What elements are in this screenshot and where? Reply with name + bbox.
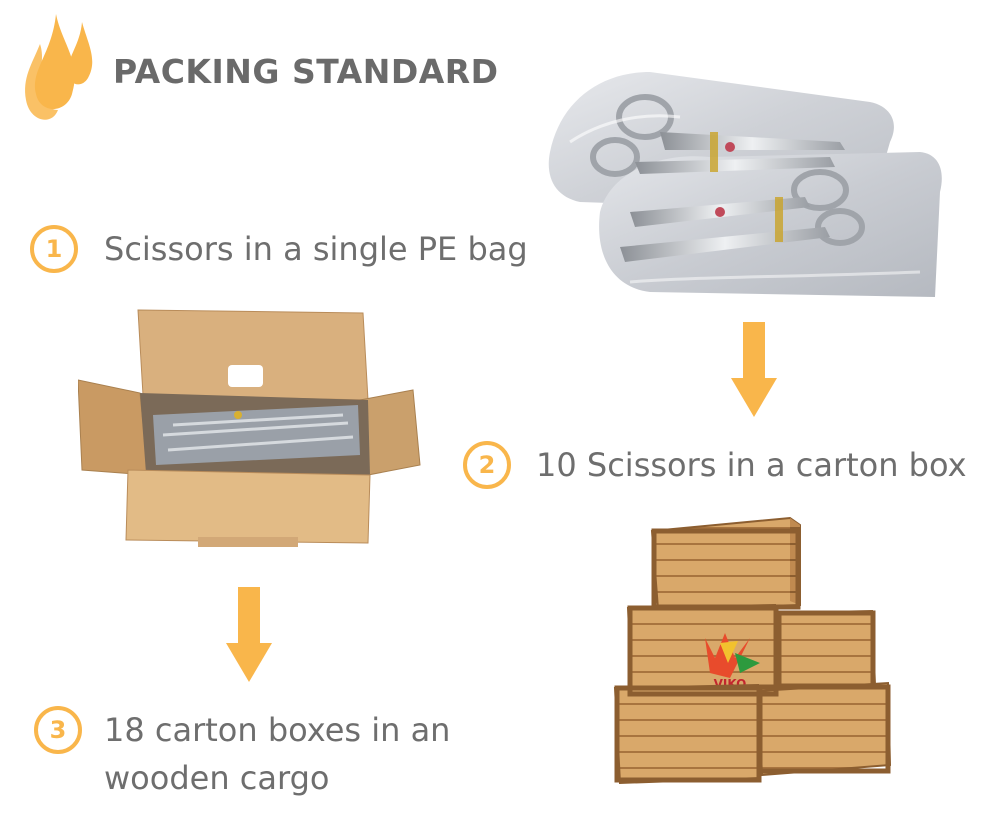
viko-logo: VIKO [705,633,760,691]
wooden-crates-image: VIKO [610,513,900,788]
step-number-1: 1 [30,225,78,273]
step-number-3: 3 [34,706,82,754]
open-carton-box-image [78,305,428,550]
step-text-2: 10 Scissors in a carton box [536,446,967,484]
step-text-3-line2: wooden cargo [104,759,330,797]
step-text-3-line1: 18 carton boxes in an [104,711,451,749]
drops-icon [22,14,94,128]
step-text-1: Scissors in a single PE bag [104,230,528,268]
page-title: PACKING STANDARD [113,52,499,91]
scissors-in-bag-image [540,62,950,307]
step-number-2: 2 [463,441,511,489]
arrow-down-icon [226,587,272,682]
arrow-down-icon [731,322,777,417]
